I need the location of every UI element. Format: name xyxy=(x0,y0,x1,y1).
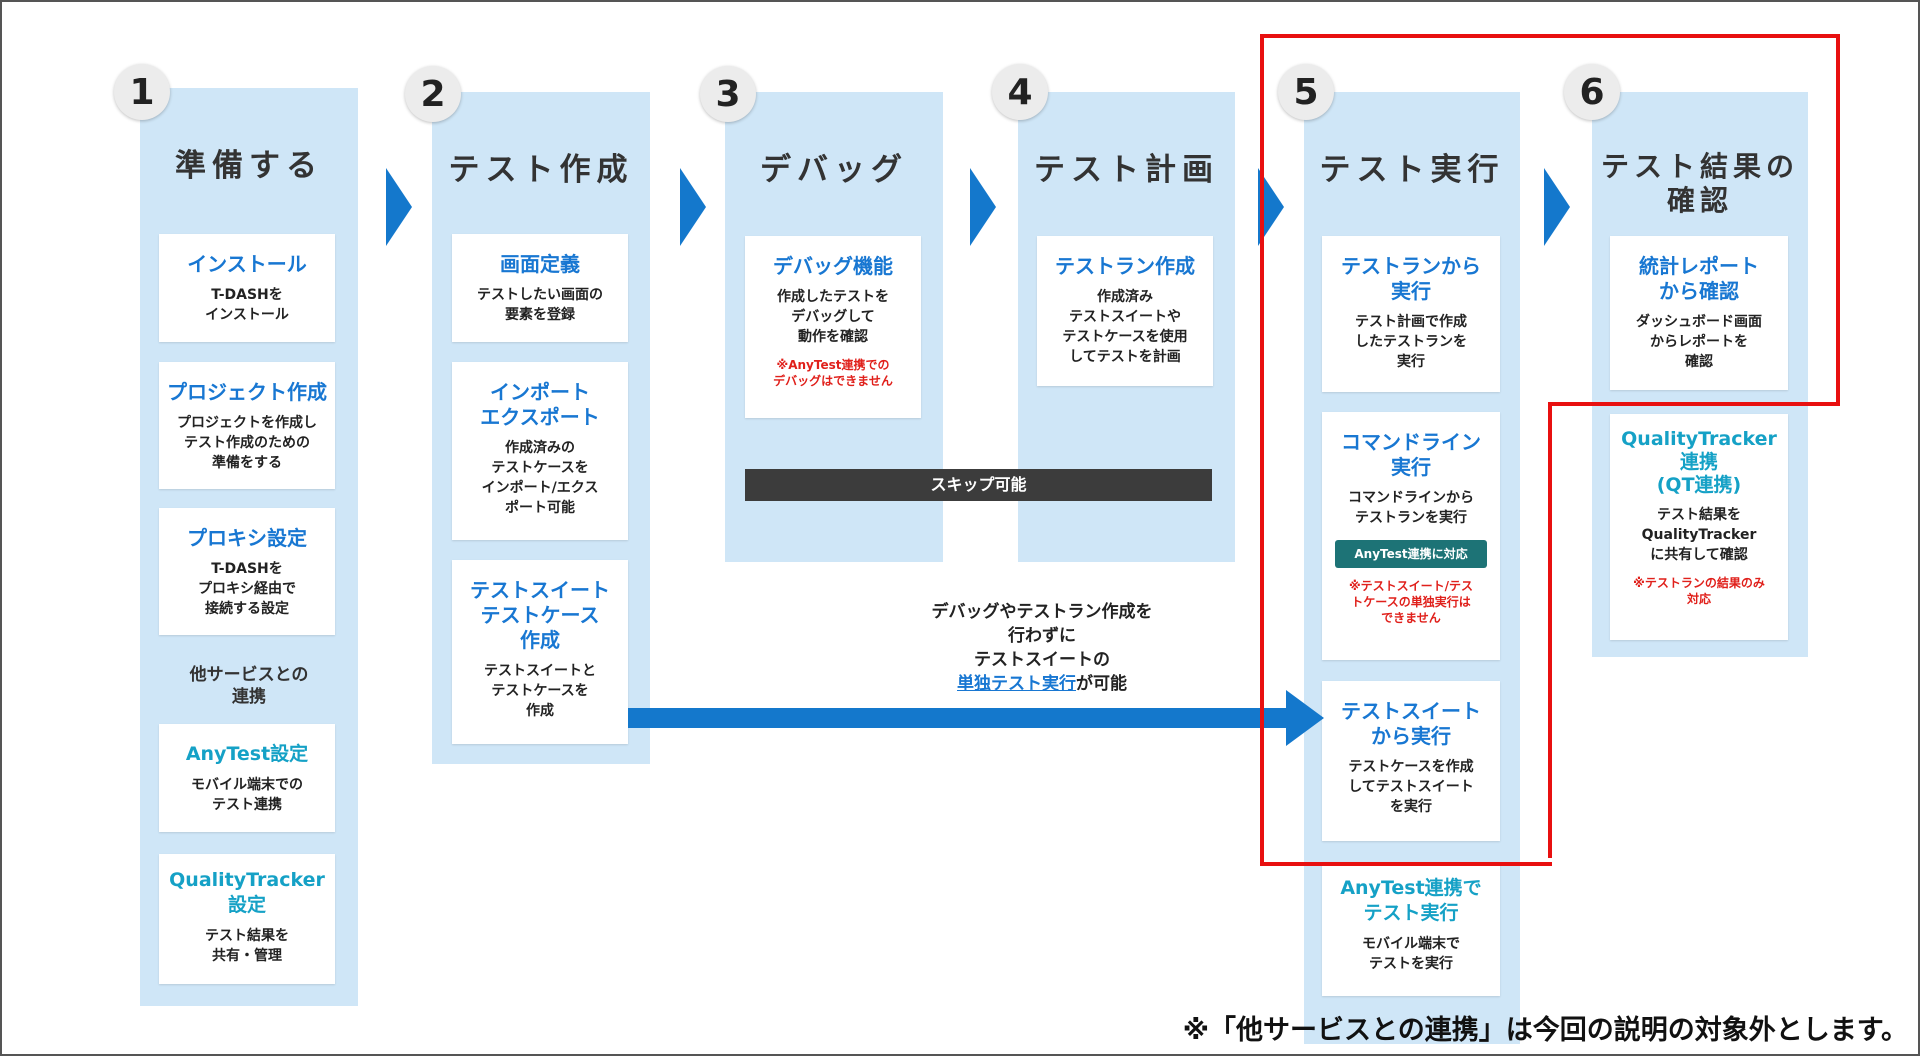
card-qualitytracker-setting: QualityTracker 設定 テスト結果を 共有・管理 xyxy=(159,854,335,984)
card-commandline-run: コマンドライン 実行 コマンドラインから テストランを実行 AnyTest連携に… xyxy=(1322,412,1500,660)
card-heading: インポート エクスポート xyxy=(480,380,600,429)
card-note: ※AnyTest連携での デバッグはできません xyxy=(773,358,893,388)
card-heading: デバッグ機能 xyxy=(773,254,893,278)
other-services-heading: 他サービスとの 連携 xyxy=(189,665,309,707)
skip-possible-bar: スキップ可能 xyxy=(745,469,1212,501)
card-qt-integration: QualityTracker 連携 (QT連携) テスト結果を QualityT… xyxy=(1610,414,1788,640)
card-proxy-setting: プロキシ設定 T-DASHを プロキシ経由で 接続する設定 xyxy=(159,508,335,635)
card-heading: QualityTracker 設定 xyxy=(169,869,325,916)
card-body: 作成済みの テストケースを インポート/エクス ポート可能 xyxy=(481,440,599,516)
card-body: T-DASHを プロキシ経由で 接続する設定 xyxy=(198,561,296,617)
card-install: インストール T-DASHを インストール xyxy=(159,234,335,342)
card-project-create: プロジェクト作成 プロジェクトを作成し テスト作成のための 準備をする xyxy=(159,362,335,489)
card-body: テスト計画で作成 したテストランを 実行 xyxy=(1355,314,1467,370)
highlight-box-lower xyxy=(1548,402,1552,858)
card-heading: コマンドライン 実行 xyxy=(1341,430,1481,479)
card-body: テスト結果を QualityTracker に共有して確認 xyxy=(1641,507,1757,563)
skip-note: デバッグやテストラン作成を 行わずに テストスイートの 単独テスト実行が可能 xyxy=(782,600,1302,696)
card-body: モバイル端末での テスト連携 xyxy=(191,777,303,813)
skip-note-line: デバッグやテストラン作成を xyxy=(931,602,1153,622)
skip-flow-arrow-icon xyxy=(628,690,1324,746)
card-body: テストしたい画面の 要素を登録 xyxy=(477,287,603,323)
skip-flow-arrow-shaft xyxy=(628,708,1288,728)
card-body: モバイル端末で テストを実行 xyxy=(1362,936,1460,972)
step-5-title: テスト実行 xyxy=(1319,152,1505,188)
step-4-number: 4 xyxy=(992,64,1048,120)
step-1-title: 準備する xyxy=(175,148,323,184)
card-note: ※テストスイート/テス トケースの単独実行は できません xyxy=(1348,579,1474,625)
card-body: T-DASHを インストール xyxy=(205,287,289,323)
card-debug: デバッグ機能 作成したテストを デバッグして 動作を確認 ※AnyTest連携で… xyxy=(745,236,921,418)
skip-note-line: テストスイートの xyxy=(974,650,1110,670)
card-heading: QualityTracker 連携 (QT連携) xyxy=(1621,428,1777,496)
step-6-number: 6 xyxy=(1564,64,1620,120)
step-1-number: 1 xyxy=(114,64,170,120)
anytest-support-badge: AnyTest連携に対応 xyxy=(1335,540,1487,568)
card-body: 作成したテストを デバッグして 動作を確認 xyxy=(777,289,889,345)
card-anytest-run: AnyTest連携で テスト実行 モバイル端末で テストを実行 xyxy=(1322,862,1500,996)
card-body: テストスイートと テストケースを 作成 xyxy=(484,663,596,719)
arrow-right-icon xyxy=(386,168,412,246)
step-3-number: 3 xyxy=(700,66,756,122)
card-testsuite-create: テストスイート テストケース 作成 テストスイートと テストケースを 作成 xyxy=(452,560,628,744)
step-6-title: テスト結果の 確認 xyxy=(1600,150,1799,217)
card-stats-report: 統計レポート から確認 ダッシュボード画面 からレポートを 確認 xyxy=(1610,236,1788,390)
card-heading: インストール xyxy=(187,252,307,276)
standalone-run-highlight: 単独テスト実行 xyxy=(957,674,1076,694)
card-body: テスト結果を 共有・管理 xyxy=(205,928,289,964)
highlight-box-step xyxy=(1548,402,1836,406)
card-heading: テストラン作成 xyxy=(1055,254,1195,278)
step-5-number: 5 xyxy=(1278,64,1334,120)
step-3-title: デバッグ xyxy=(760,152,908,188)
skip-note-line: 行わずに xyxy=(1008,626,1076,646)
card-heading: テストランから 実行 xyxy=(1341,254,1481,303)
card-run-from-testrun: テストランから 実行 テスト計画で作成 したテストランを 実行 xyxy=(1322,236,1500,392)
card-heading: プロジェクト作成 xyxy=(167,380,327,404)
highlight-box-step6 xyxy=(1548,34,1840,406)
card-heading: テストスイート テストケース 作成 xyxy=(470,578,610,652)
card-heading: AnyTest連携で テスト実行 xyxy=(1340,877,1482,924)
footer-note: ※「他サービスとの連携」は今回の説明の対象外とします。 xyxy=(1182,1015,1908,1046)
card-anytest-setting: AnyTest設定 モバイル端末での テスト連携 xyxy=(159,724,335,832)
card-body: 作成済み テストスイートや テストケースを使用 してテストを計画 xyxy=(1062,289,1188,365)
card-testrun-create: テストラン作成 作成済み テストスイートや テストケースを使用 してテストを計画 xyxy=(1037,236,1213,386)
skip-note-tail: が可能 xyxy=(1076,674,1127,694)
card-heading: テストスイート から実行 xyxy=(1341,699,1481,748)
card-screen-definition: 画面定義 テストしたい画面の 要素を登録 xyxy=(452,234,628,342)
skip-flow-arrow-head xyxy=(1286,690,1324,746)
card-import-export: インポート エクスポート 作成済みの テストケースを インポート/エクス ポート… xyxy=(452,362,628,540)
card-heading: プロキシ設定 xyxy=(187,526,307,550)
card-body: ダッシュボード画面 からレポートを 確認 xyxy=(1636,314,1762,370)
step-4-title: テスト計画 xyxy=(1034,152,1219,188)
arrow-right-icon xyxy=(970,168,996,246)
card-heading: AnyTest設定 xyxy=(185,743,309,765)
arrow-right-icon xyxy=(1544,168,1570,246)
card-body: プロジェクトを作成し テスト作成のための 準備をする xyxy=(177,415,317,471)
card-body: コマンドラインから テストランを実行 xyxy=(1348,490,1474,526)
card-run-from-testsuite: テストスイート から実行 テストケースを作成 してテストスイート を実行 xyxy=(1322,681,1500,841)
card-heading: 統計レポート から確認 xyxy=(1639,254,1759,303)
card-heading: 画面定義 xyxy=(500,252,580,276)
arrow-right-icon xyxy=(680,168,706,246)
card-note: ※テストランの結果のみ 対応 xyxy=(1633,576,1765,606)
highlight-box-step5 xyxy=(1260,34,1552,866)
step-2-number: 2 xyxy=(405,66,461,122)
card-body: テストケースを作成 してテストスイート を実行 xyxy=(1348,759,1474,815)
step-2-title: テスト作成 xyxy=(448,152,634,188)
skip-note-line: 単独テスト実行が可能 xyxy=(782,672,1302,696)
